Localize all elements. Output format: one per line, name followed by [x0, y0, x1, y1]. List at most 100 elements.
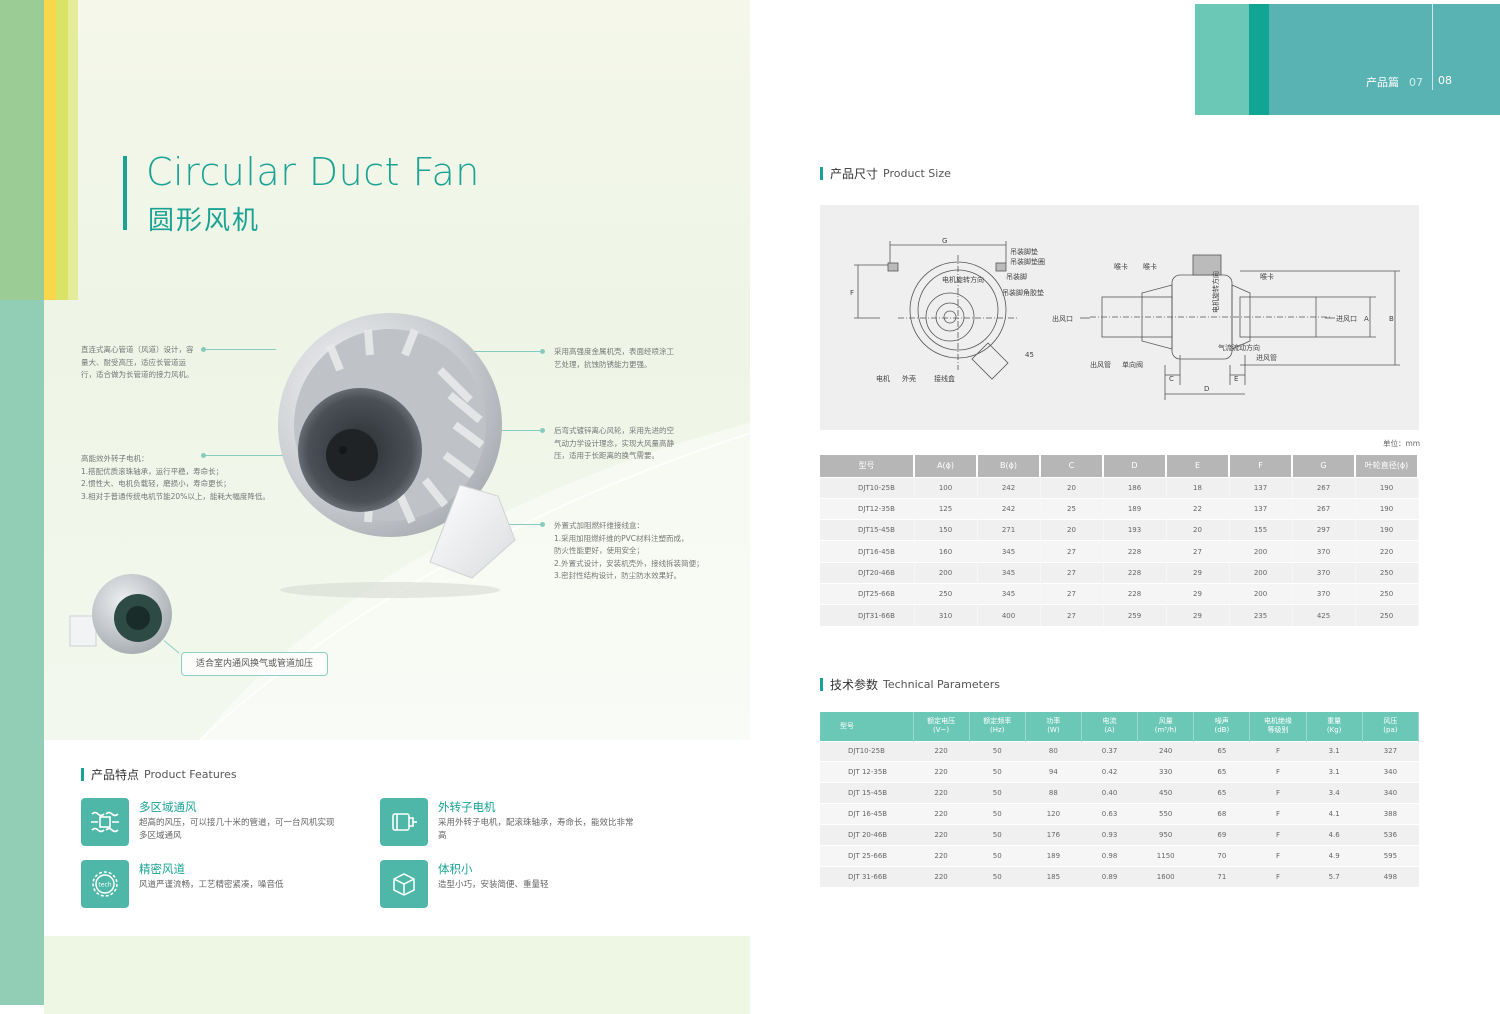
table-cell: 536 [1362, 824, 1419, 846]
annotation-impeller: 后弯式镀锌离心风轮，采用先进的空气动力学设计理念，实现大风量高静压，适用于长距离… [554, 426, 674, 460]
table-cell: 100 [914, 476, 978, 499]
table-cell: 4.6 [1306, 824, 1363, 846]
page-title-cn: 圆形风机 [148, 206, 261, 236]
table-cell: 29 [1166, 582, 1230, 605]
tech-heading: 技术参数 Technical Parameters [820, 676, 1000, 693]
svg-text:喉卡: 喉卡 [1260, 272, 1274, 281]
table-cell: DJT10-25B [820, 476, 915, 499]
stripe-yellow [44, 0, 56, 300]
table-cell: 29 [1166, 604, 1230, 627]
table-cell: 1150 [1137, 844, 1194, 867]
table-cell: 27 [1166, 540, 1230, 563]
feature-item: tech 精密风道 风道严谨流畅，工艺精密紧凑，噪音低 [81, 860, 361, 910]
table-cell: 27 [1040, 540, 1104, 563]
table-cell: 267 [1292, 497, 1356, 520]
page-tab-block [1195, 4, 1249, 115]
table-cell: 65 [1193, 782, 1250, 804]
size-table-header: B(ϕ) [977, 455, 1041, 477]
svg-text:单向阀: 单向阀 [1122, 360, 1143, 369]
dimension-drawing: G F 吊装脚垫 吊装脚垫圈 电机旋转方向 吊装脚 吊装脚角胶垫 45 电机 外… [820, 205, 1419, 430]
table-cell: 498 [1362, 865, 1419, 888]
tech-table-header: 额定频率(Hz) [969, 712, 1026, 741]
table-cell: 220 [913, 782, 970, 804]
stripe-lime [56, 0, 68, 300]
table-cell: 50 [969, 740, 1026, 762]
table-cell: 20 [1166, 519, 1230, 541]
table-cell: 200 [914, 561, 978, 584]
tech-table-header: 功率(W) [1025, 712, 1082, 741]
table-cell: F [1249, 803, 1307, 825]
table-cell: 193 [1103, 519, 1167, 541]
svg-text:外壳: 外壳 [902, 374, 916, 383]
table-cell: 190 [1355, 519, 1419, 541]
leader-line [500, 524, 540, 525]
table-cell: 18 [1166, 476, 1230, 499]
tech-table-header: 风量(m³/h) [1137, 712, 1195, 741]
table-cell: 65 [1193, 740, 1250, 762]
leader-dot [540, 428, 545, 433]
svg-text:tech: tech [98, 882, 111, 889]
stripe-pale [68, 0, 78, 300]
table-cell: 190 [1355, 497, 1419, 520]
table-cell: DJT 25-66B [820, 844, 913, 867]
table-cell: DJT31-66B [820, 604, 915, 627]
feature-item: 多区域通风 超高的风压，可以接几十米的管道，可一台风机实现多区域通风 [81, 798, 361, 848]
table-cell: 450 [1137, 782, 1194, 804]
table-cell: 220 [913, 824, 970, 846]
table-cell: 0.89 [1081, 865, 1138, 888]
table-cell: 340 [1362, 761, 1419, 783]
cube-icon [380, 860, 428, 908]
table-cell: 250 [1355, 604, 1419, 627]
table-cell: 20 [1040, 476, 1104, 499]
table-cell: 297 [1292, 519, 1356, 541]
unit-label: 单位：mm [1383, 439, 1421, 448]
page-tab-block [1269, 4, 1500, 115]
application-label: 适合室内通风换气或管道加压 [181, 652, 328, 676]
fan-product-image [278, 313, 516, 598]
table-cell: 250 [1355, 561, 1419, 584]
table-cell: F [1249, 824, 1307, 846]
table-cell: 250 [914, 582, 978, 605]
table-cell: 235 [1229, 604, 1293, 627]
table-cell: DJT25-66B [820, 582, 915, 605]
svg-text:出风管: 出风管 [1090, 360, 1111, 369]
table-cell: 176 [1025, 824, 1082, 846]
size-table-header: A(ϕ) [914, 455, 978, 477]
table-cell: 150 [914, 519, 978, 541]
features-heading: 产品特点 Product Features [81, 766, 237, 783]
table-cell: 1600 [1137, 865, 1194, 888]
table-cell: 950 [1137, 824, 1194, 846]
table-cell: 125 [914, 497, 978, 520]
tech-table-header: 型号 [820, 712, 914, 741]
table-cell: 3.1 [1306, 740, 1363, 762]
table-cell: 69 [1193, 824, 1250, 846]
table-cell: 189 [1025, 844, 1082, 867]
leader-dot [540, 349, 545, 354]
page-number-left: 07 [1409, 76, 1423, 89]
table-cell: 240 [1137, 740, 1194, 762]
svg-text:G: G [942, 237, 947, 245]
table-cell: DJT16-45B [820, 540, 915, 563]
table-cell: F [1249, 782, 1307, 804]
leader-line [206, 349, 276, 350]
stripe-mint [0, 300, 44, 1005]
table-cell: 29 [1166, 561, 1230, 584]
svg-text:喉卡: 喉卡 [1143, 262, 1157, 271]
table-cell: 370 [1292, 540, 1356, 563]
size-table-header: E [1166, 455, 1230, 477]
fan-thumbnail-image [69, 574, 172, 654]
table-cell: 65 [1193, 761, 1250, 783]
table-cell: 50 [969, 761, 1026, 783]
table-cell: 345 [977, 582, 1041, 605]
motor-icon [380, 798, 428, 846]
table-cell: 68 [1193, 803, 1250, 825]
table-cell: 220 [913, 803, 970, 825]
